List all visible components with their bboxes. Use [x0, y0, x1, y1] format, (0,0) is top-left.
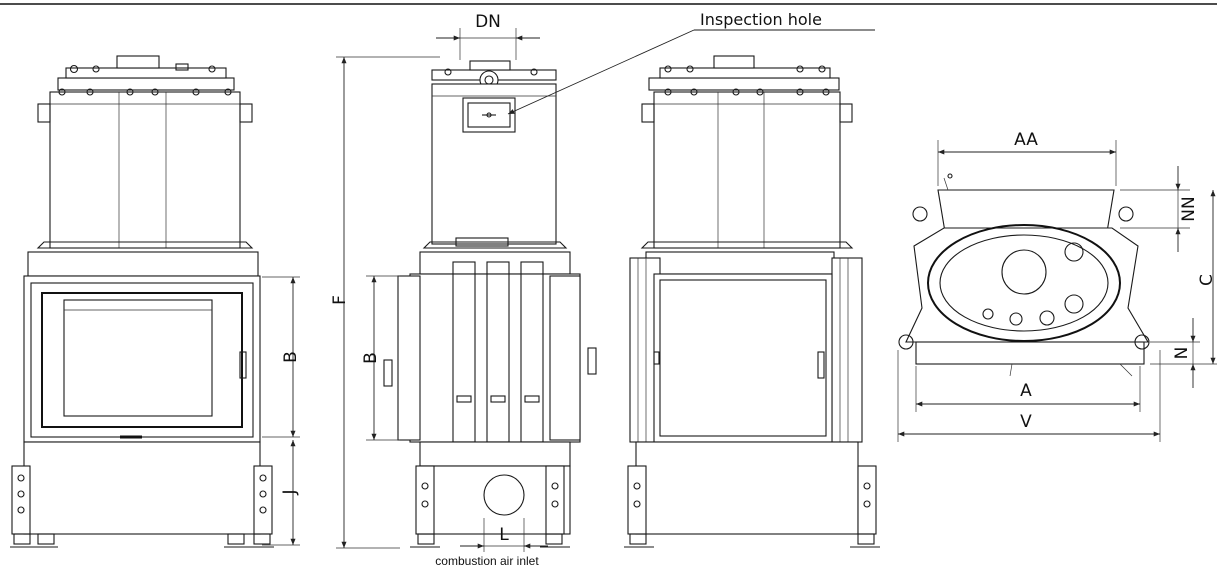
label-DN: DN	[475, 12, 501, 32]
back-view	[624, 55, 880, 548]
label-AA: AA	[1014, 130, 1038, 150]
top-view	[898, 173, 1150, 377]
dimension-A: A	[915, 366, 1141, 412]
label-J: J	[280, 489, 300, 495]
label-F: F	[330, 295, 350, 305]
dimension-C: C	[1150, 189, 1217, 365]
dimension-L: L	[460, 518, 548, 552]
dimension-F: F	[330, 56, 440, 549]
inspection-hole-label: Inspection hole	[700, 10, 822, 29]
label-B-front: B	[281, 351, 301, 363]
dimension-N: N	[1150, 318, 1200, 388]
dimension-J: J	[262, 440, 300, 546]
dimension-B-front: B	[262, 276, 301, 438]
label-V: V	[1020, 412, 1032, 432]
label-NN: NN	[1179, 196, 1199, 221]
dimension-NN: NN	[1120, 166, 1199, 252]
label-N: N	[1172, 347, 1192, 360]
label-B-side: B	[361, 352, 381, 364]
side-view	[383, 60, 597, 548]
dimension-V: V	[897, 350, 1161, 442]
label-L: L	[499, 525, 509, 545]
combustion-air-inlet-label: combustion air inlet	[435, 554, 539, 568]
front-view	[10, 55, 274, 548]
label-A: A	[1020, 381, 1032, 401]
dimension-AA: AA	[937, 130, 1117, 186]
label-C: C	[1197, 274, 1217, 286]
dimension-B-side: B	[361, 275, 400, 441]
inspection-hole-callout: Inspection hole	[507, 10, 875, 115]
dimension-DN: DN	[436, 12, 540, 60]
